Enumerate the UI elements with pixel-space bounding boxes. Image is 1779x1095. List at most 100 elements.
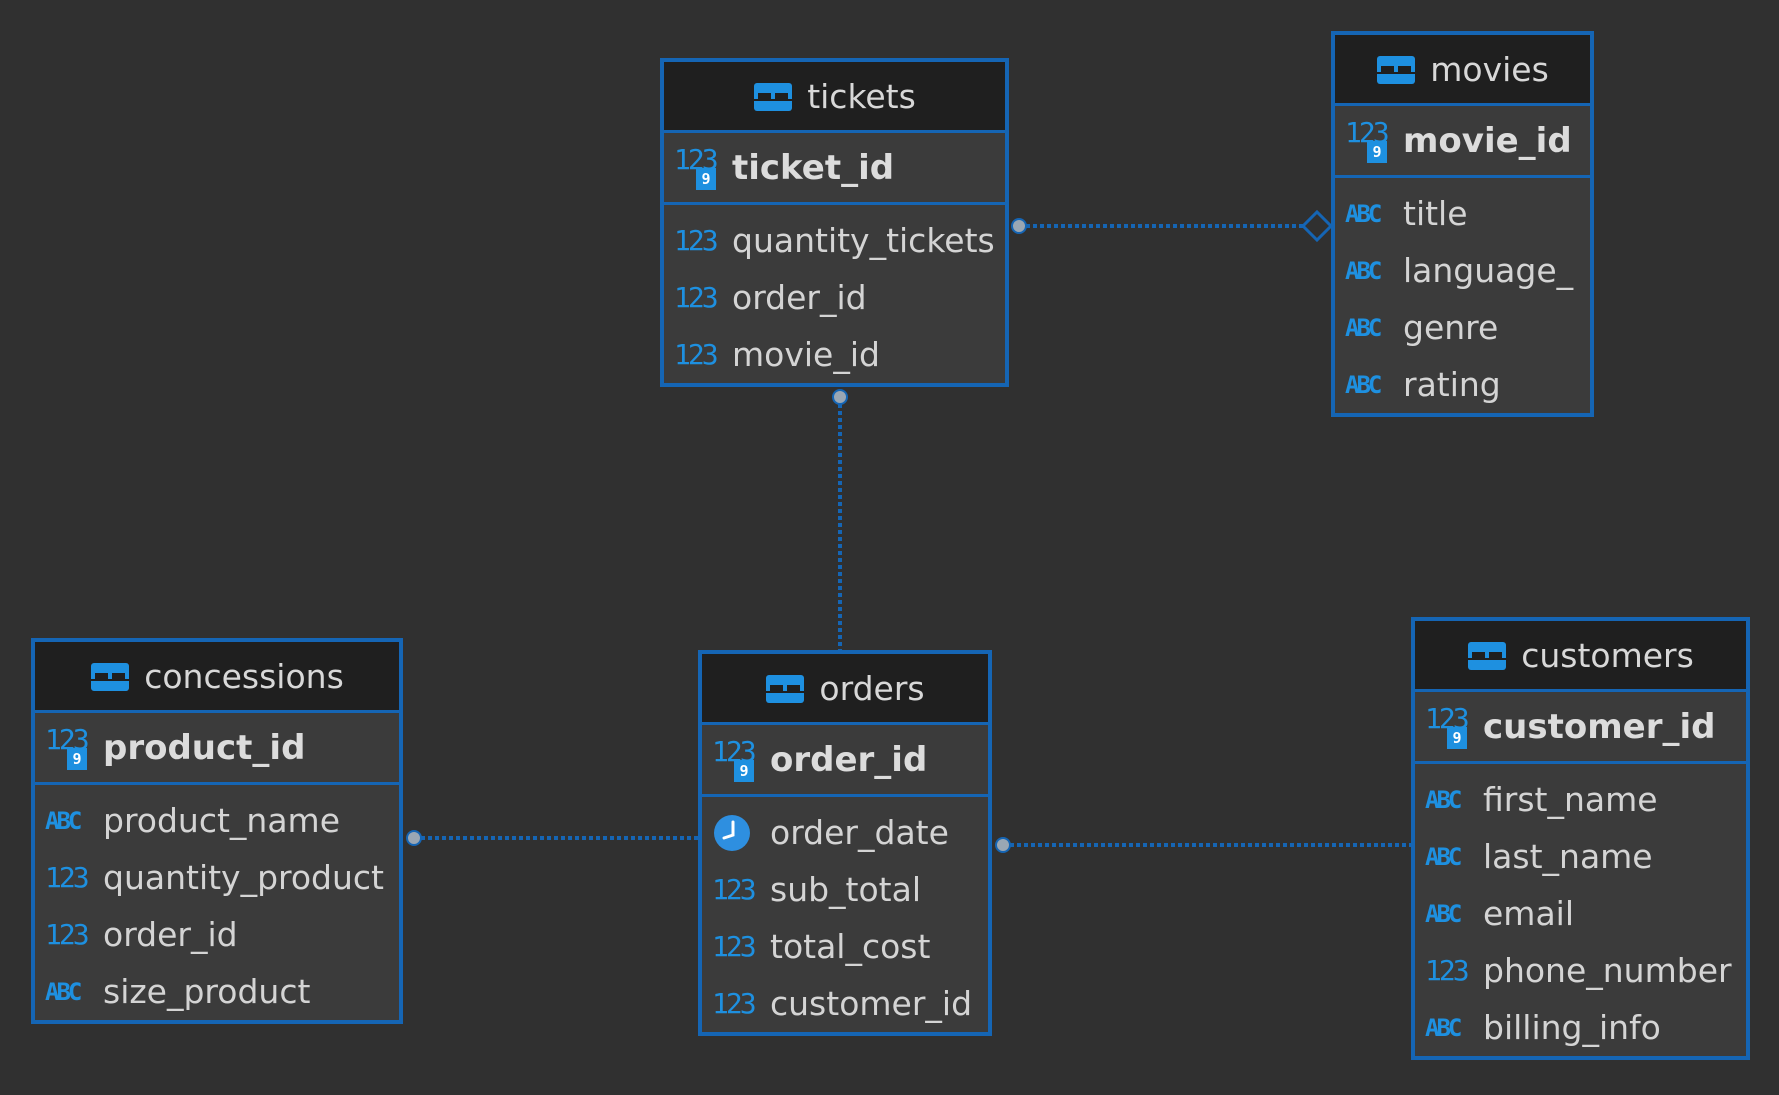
column-name: sub_total [770, 870, 922, 909]
text-type-icon: ABC [1345, 199, 1382, 228]
relationship-end-dot [995, 837, 1011, 853]
relationship-end-diamond [1300, 209, 1334, 243]
column-row[interactable]: 123 quantity_product [35, 849, 399, 906]
table-name: tickets [807, 76, 916, 116]
table-header-customers[interactable]: customers [1415, 621, 1746, 692]
table-grid-icon [1376, 54, 1416, 84]
column-name: phone_number [1483, 951, 1732, 990]
column-row[interactable]: ABC language_ [1335, 242, 1590, 299]
column-name: email [1483, 894, 1575, 933]
primary-key-label: customer_id [1483, 706, 1716, 747]
text-type-icon: ABC [45, 977, 82, 1006]
column-row[interactable]: ABC title [1335, 185, 1590, 242]
column-name: movie_id [732, 335, 880, 374]
column-row[interactable]: 123 phone_number [1415, 942, 1746, 999]
column-name: order_id [103, 915, 238, 954]
clock-icon [712, 813, 760, 853]
text-type-icon: ABC [1425, 842, 1462, 871]
column-name: title [1403, 194, 1468, 233]
column-row[interactable]: ABC rating [1335, 356, 1590, 413]
table-grid-icon [765, 673, 805, 703]
column-name: genre [1403, 308, 1499, 347]
numeric-type-icon: 123 [674, 223, 719, 257]
column-row[interactable]: order_date [702, 804, 988, 861]
column-row[interactable]: ABC genre [1335, 299, 1590, 356]
table-header-concessions[interactable]: concessions [35, 642, 399, 713]
text-type-icon: ABC [1425, 785, 1462, 814]
table-header-orders[interactable]: orders [702, 654, 988, 725]
primary-key-label: movie_id [1403, 120, 1572, 161]
table-grid-icon [90, 661, 130, 691]
numeric-type-icon: 123 [1425, 953, 1470, 987]
text-type-icon: ABC [1425, 899, 1462, 928]
numeric-type-icon: 123 [712, 872, 757, 906]
column-row[interactable]: ABC size_product [35, 963, 399, 1020]
column-list: ABC product_name 123 quantity_product 123 ord… [35, 785, 399, 1020]
column-row[interactable]: 123 quantity_tickets [664, 212, 1005, 269]
text-type-icon: ABC [1345, 313, 1382, 342]
column-name: customer_id [770, 984, 973, 1023]
table-header-movies[interactable]: movies [1335, 35, 1590, 106]
primary-key-label: ticket_id [732, 147, 895, 188]
numeric-type-icon: 123 [712, 986, 757, 1020]
table-grid-icon [1467, 640, 1507, 670]
numeric-type-icon: 123 [45, 860, 90, 894]
table-header-tickets[interactable]: tickets [664, 62, 1005, 133]
table-name: customers [1521, 635, 1694, 675]
column-row[interactable]: ABC email [1415, 885, 1746, 942]
column-name: rating [1403, 365, 1501, 404]
column-row[interactable]: 123 sub_total [702, 861, 988, 918]
primary-key-label: product_id [103, 727, 306, 768]
column-name: product_name [103, 801, 341, 840]
column-row[interactable]: 123 customer_id [702, 975, 988, 1032]
column-row[interactable]: 123 order_id [35, 906, 399, 963]
numeric-type-icon: 123 [674, 337, 719, 371]
column-row[interactable]: 123 order_id [664, 269, 1005, 326]
column-name: order_date [770, 813, 949, 852]
text-type-icon: ABC [1345, 370, 1382, 399]
text-type-icon: ABC [45, 806, 82, 835]
table-name: movies [1430, 49, 1549, 89]
relationship-end-dot [832, 389, 848, 405]
primary-key-label: order_id [770, 739, 928, 780]
column-name: quantity_product [103, 858, 384, 897]
column-row[interactable]: 123 movie_id [664, 326, 1005, 383]
column-row[interactable]: ABC last_name [1415, 828, 1746, 885]
relationship-end-dot [1011, 218, 1027, 234]
column-name: total_cost [770, 927, 931, 966]
column-name: quantity_tickets [732, 221, 995, 260]
numeric-type-icon: 123 [674, 280, 719, 314]
column-list: 123 quantity_tickets 123 order_id 123 movie_i… [664, 205, 1005, 383]
table-grid-icon [753, 81, 793, 111]
column-row[interactable]: ABC product_name [35, 792, 399, 849]
table-name: concessions [144, 656, 344, 696]
relationship-end-dot [406, 830, 422, 846]
column-name: size_product [103, 972, 311, 1011]
column-name: language_ [1403, 251, 1574, 290]
column-name: last_name [1483, 837, 1653, 876]
text-type-icon: ABC [1345, 256, 1382, 285]
numeric-type-icon: 123 [45, 917, 90, 951]
column-name: order_id [732, 278, 867, 317]
